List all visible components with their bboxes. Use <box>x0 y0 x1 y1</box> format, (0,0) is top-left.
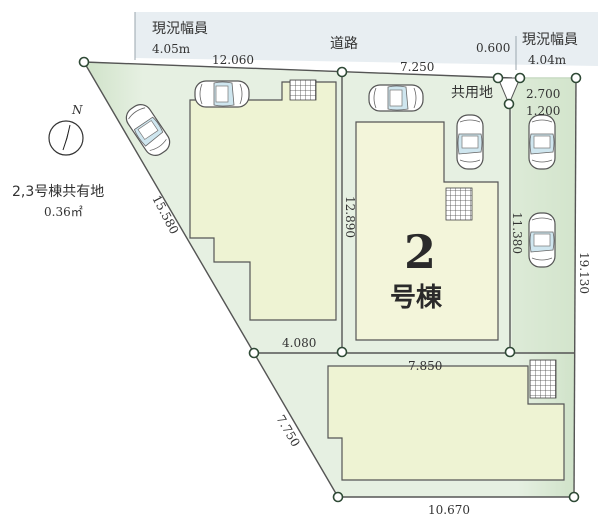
survey-point <box>514 72 526 84</box>
car-icon <box>528 114 556 170</box>
car-icon <box>368 84 424 112</box>
north-arrow-icon <box>48 120 84 156</box>
dim-bottom: 10.670 <box>428 503 470 517</box>
survey-point <box>78 56 90 68</box>
car-icon <box>528 212 556 268</box>
survey-point <box>336 346 348 358</box>
dim-mid-bottom-left: 4.080 <box>282 336 316 350</box>
shared-land-note-line2: 0.36㎡ <box>44 205 83 219</box>
house-lot-1 <box>189 81 337 321</box>
dim-right-small-a: 2.700 <box>526 87 560 101</box>
road-area <box>135 12 598 66</box>
dim-top-right-small: 0.600 <box>476 41 510 55</box>
dim-lot-left-vertical: 12.890 <box>343 196 357 238</box>
survey-point <box>504 346 516 358</box>
lot-line-top <box>83 61 513 79</box>
lot-line-left <box>83 61 255 354</box>
road-width-right-caption: 現況幅員 <box>522 32 578 48</box>
road-width-right-value: 4.04m <box>528 53 567 67</box>
house-lot-3 <box>327 365 565 481</box>
survey-point <box>336 66 348 78</box>
building-suffix: 号棟 <box>390 283 443 313</box>
dim-corridor-vertical: 11.380 <box>510 212 524 254</box>
shared-land-tag: 共用地 <box>451 85 493 101</box>
dim-top-left: 12.060 <box>212 53 254 67</box>
road-width-left-value: 4.05m <box>152 42 191 56</box>
shared-land-note-line1: 2,3号棟共有地 <box>12 184 104 200</box>
dim-top-mid: 7.250 <box>400 60 434 74</box>
dim-right-small-b: 1.200 <box>526 104 560 118</box>
lot-line-lower-left <box>253 352 339 498</box>
house-lot-2 <box>355 121 499 341</box>
dim-right-side: 19.130 <box>577 252 591 294</box>
survey-point <box>492 72 504 84</box>
dim-mid-line: 7.850 <box>408 359 442 373</box>
survey-points <box>78 56 582 503</box>
road-width-left-caption: 現況幅員 <box>152 21 208 37</box>
car-icon <box>194 80 250 108</box>
survey-point <box>248 347 260 359</box>
lot-line-right <box>573 77 577 498</box>
shared-land-wedge <box>497 77 521 106</box>
survey-point <box>332 491 344 503</box>
grate-area <box>529 359 557 399</box>
grate-area <box>445 187 473 221</box>
road-label: 道路 <box>330 36 358 52</box>
car-icon <box>456 114 484 170</box>
building-number: 2 <box>404 225 436 279</box>
grate-area <box>289 79 317 101</box>
north-label: N <box>71 103 83 117</box>
survey-point <box>570 72 582 84</box>
survey-point <box>568 491 580 503</box>
survey-point <box>503 98 515 110</box>
